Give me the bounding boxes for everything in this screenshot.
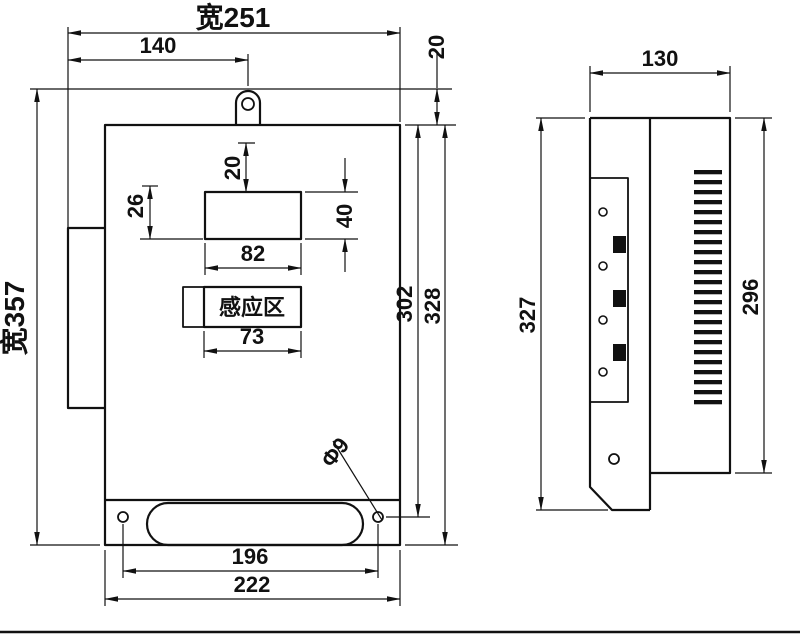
dim-body-height (405, 124, 458, 546)
dim-display-height-label: 40 (332, 204, 357, 228)
dim-side-height (536, 117, 608, 511)
dim-side-depth-label: 130 (642, 46, 679, 71)
dim-sensing-width (203, 331, 302, 358)
dim-sensing-width-label: 73 (240, 324, 264, 349)
dim-display-top-gap-label: 20 (220, 156, 245, 180)
mounting-tab-hole (241, 97, 255, 111)
dim-side-depth (589, 66, 731, 112)
side-view (588, 116, 732, 512)
dim-hole-spacing-label: 196 (232, 544, 269, 569)
dimensions (0, 27, 800, 634)
dim-side-back-height-label: 296 (738, 279, 763, 316)
dim-body-width-label: 222 (234, 572, 271, 597)
dim-tab-height-label: 20 (424, 35, 449, 59)
panel-led-1 (598, 207, 608, 217)
dim-left-gap (140, 185, 203, 240)
dim-left-gap-label: 26 (123, 194, 148, 218)
dim-hole-top-height (386, 124, 430, 518)
dim-display-width-label: 82 (241, 241, 265, 266)
dim-tab-offset (67, 54, 249, 86)
dim-body-width (104, 550, 401, 606)
panel-led-3 (598, 315, 608, 325)
sensing-area-label: 感应区 (219, 295, 285, 320)
side-bottom-hole (608, 453, 620, 465)
dim-side-back-height (735, 117, 772, 474)
front-view (66, 89, 402, 547)
panel-led-2 (598, 261, 608, 271)
dim-overall-height-label: 宽357 (0, 281, 30, 356)
dim-side-height-label: 327 (515, 297, 540, 334)
mount-hole-right (372, 511, 384, 523)
bottom-slot (145, 501, 365, 547)
dim-hole-diameter-leader (332, 440, 383, 521)
dim-body-height-label: 328 (420, 288, 445, 325)
left-protrusion (66, 226, 105, 410)
sensing-area-box (202, 285, 303, 329)
labels: 宽251 140 20 宽357 20 26 40 82 感应区 73 302 … (0, 1, 763, 597)
panel-button-3 (613, 344, 626, 361)
dim-hole-top-height-label: 302 (392, 286, 417, 323)
side-front-outline (588, 118, 650, 512)
vent-louvers (694, 170, 722, 405)
side-view-details (613, 170, 722, 405)
dim-overall-height (30, 88, 100, 546)
dim-overall-width-label: 宽251 (196, 1, 271, 33)
panel-led-4 (598, 367, 608, 377)
mount-hole-left (117, 511, 129, 523)
dim-hole-spacing (122, 524, 379, 578)
display-window (203, 190, 303, 241)
dim-display-width (204, 243, 302, 275)
dim-tab-offset-label: 140 (140, 33, 177, 58)
sensing-notch (182, 286, 204, 328)
side-body-outline (590, 116, 732, 475)
dim-display-top-gap (238, 142, 255, 193)
side-panel (590, 177, 629, 403)
mounting-tab (234, 89, 262, 125)
panel-button-2 (613, 290, 626, 307)
dim-tab-height (30, 52, 456, 126)
dim-overall-width (67, 27, 401, 228)
panel-button-1 (613, 236, 626, 253)
dim-display-height (305, 158, 358, 272)
